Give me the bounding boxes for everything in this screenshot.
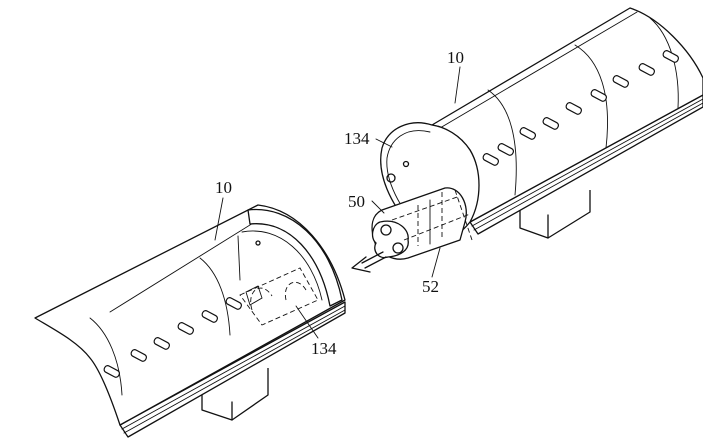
lower-end-ring: [247, 208, 343, 307]
reference-labels: 10 10 134 50 52 134: [214, 48, 464, 358]
plug-pin-icon: [380, 224, 392, 236]
plug-pin-icon: [392, 242, 404, 254]
label-connector: 50: [348, 192, 365, 211]
label-upper-tube: 10: [447, 48, 464, 67]
direction-arrow-icon: [351, 251, 387, 273]
label-connector-body: 52: [422, 277, 439, 296]
label-upper-endcap: 134: [344, 129, 370, 148]
lower-base-rail: [119, 301, 346, 438]
screw-icon: [255, 240, 261, 246]
connector-assembly: [371, 187, 473, 260]
lower-tube-slots: [103, 297, 243, 378]
label-lower-tube: 10: [215, 178, 232, 197]
upper-tube-slots: [482, 50, 680, 166]
label-lower-endcap: 134: [311, 339, 337, 358]
screw-icon: [386, 173, 396, 183]
lower-light-tube: [34, 204, 346, 438]
upper-light-tube: [380, 7, 703, 241]
screw-icon: [402, 160, 410, 168]
